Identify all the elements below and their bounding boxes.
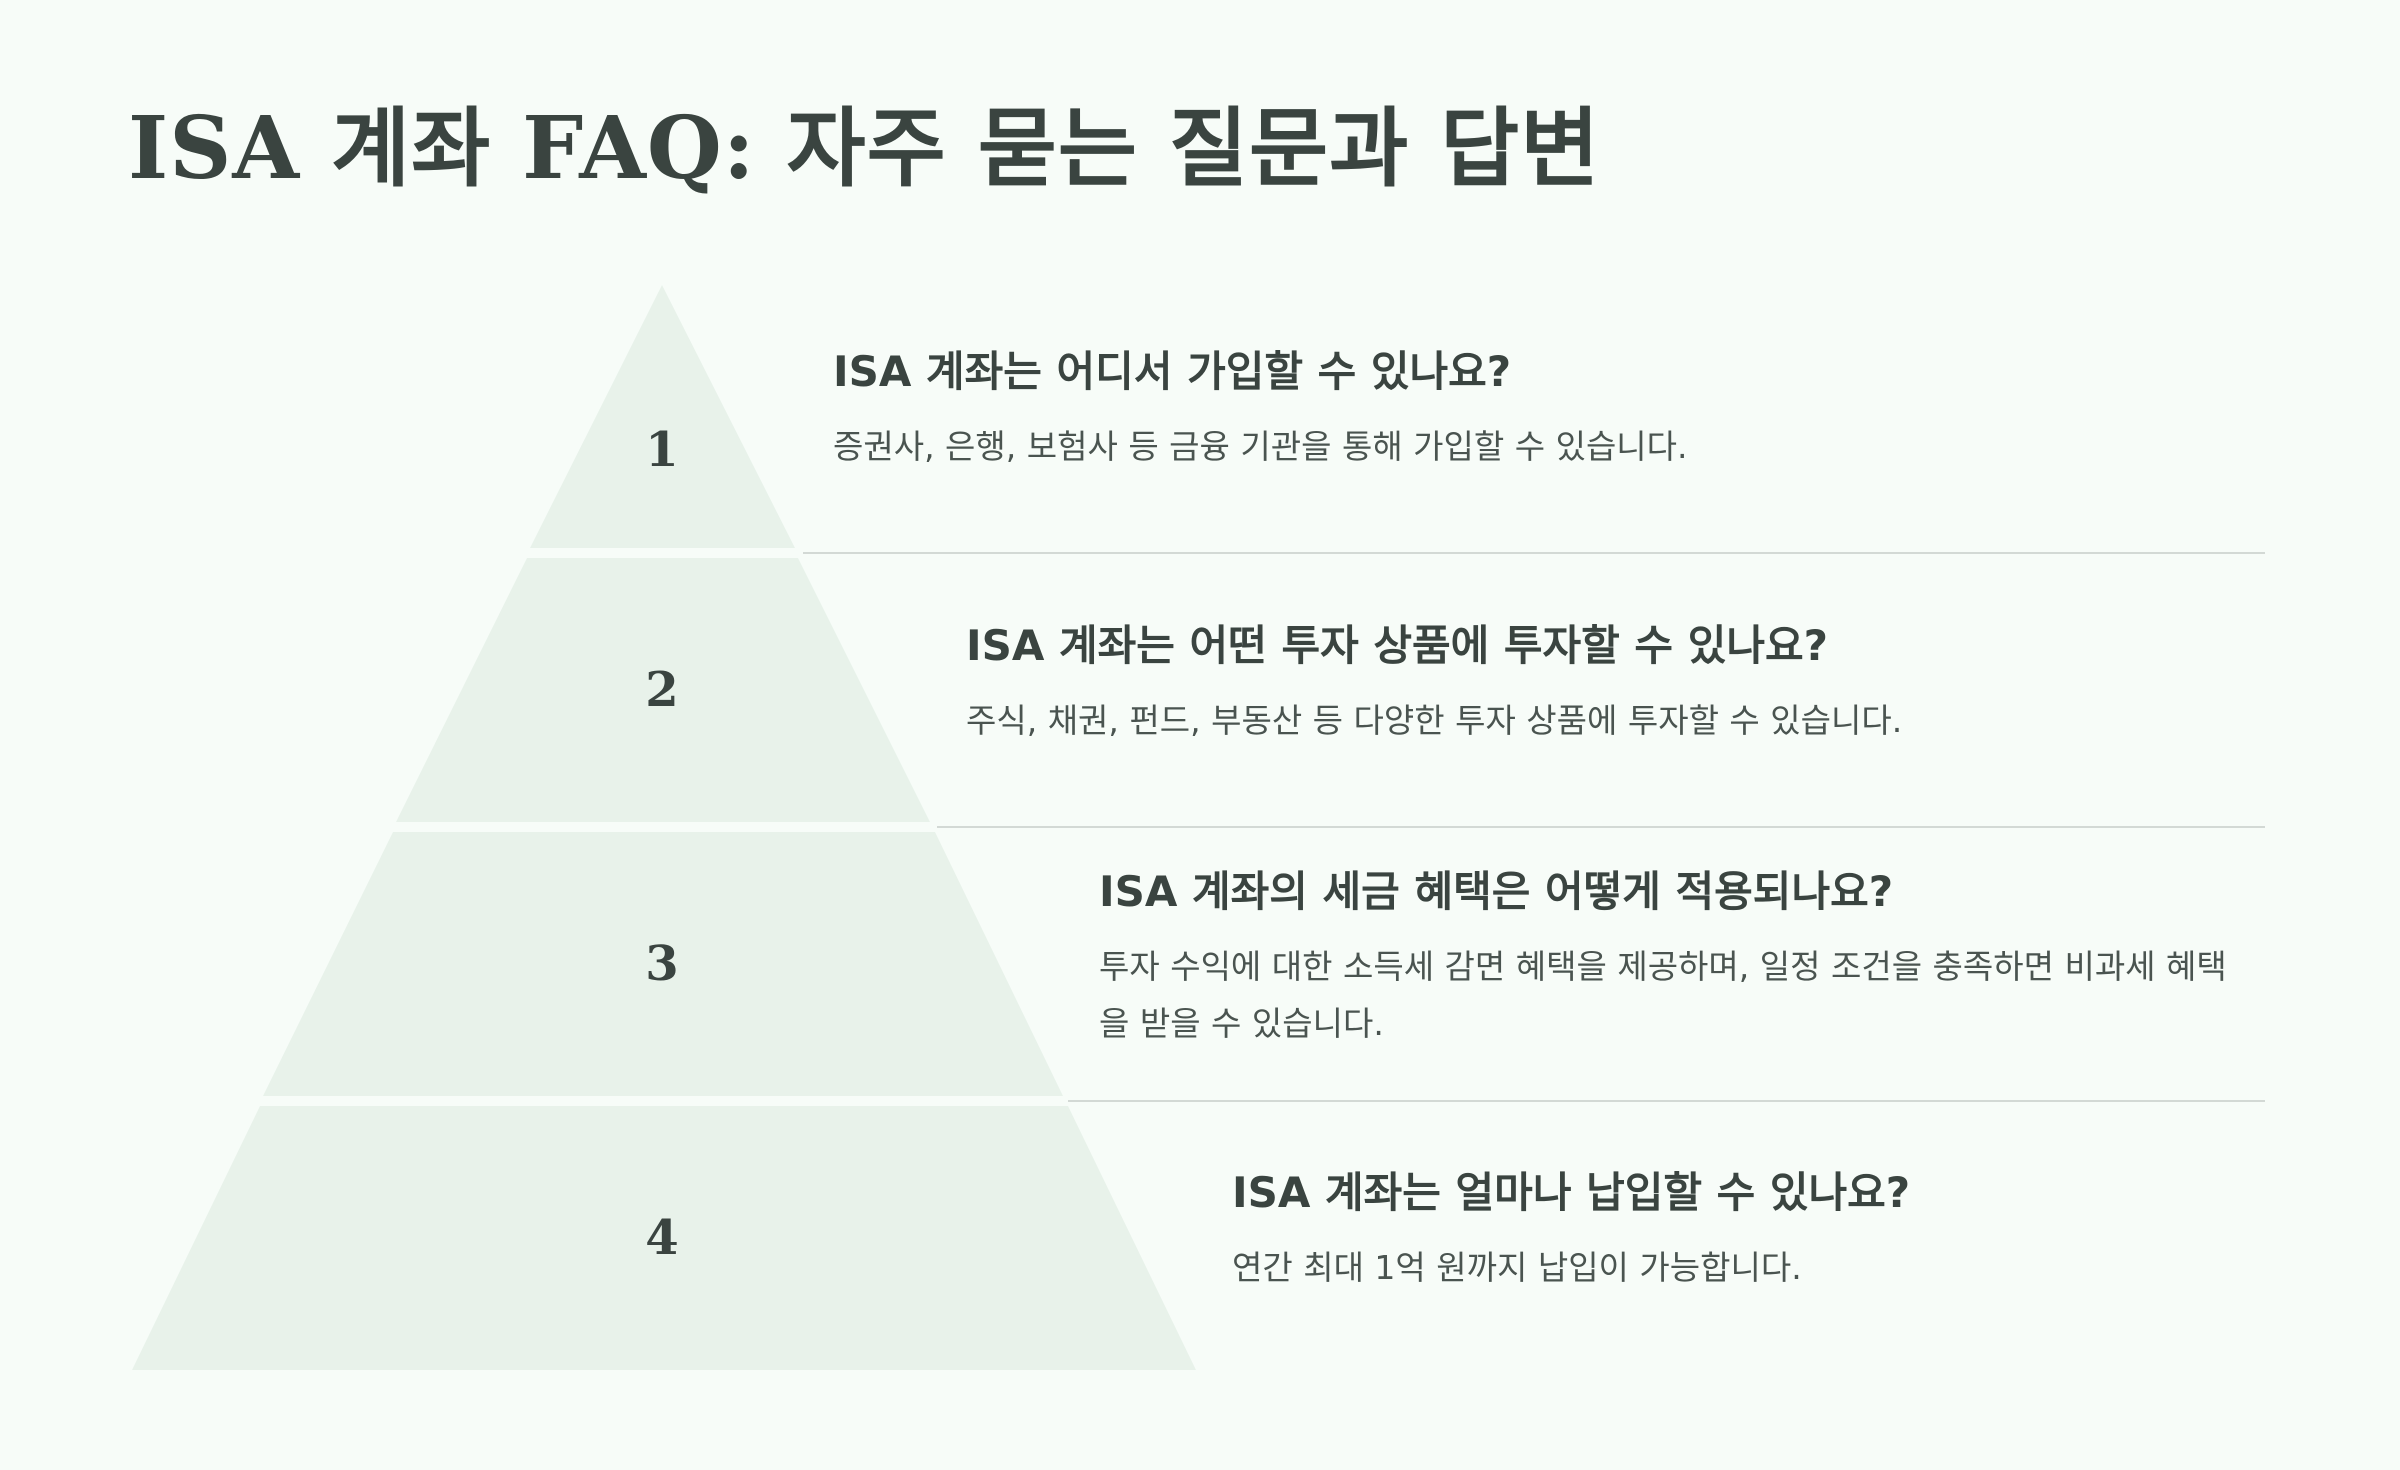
tier-number-1: 1 [645, 422, 678, 478]
divider-3 [1068, 1100, 2265, 1102]
divider-1 [803, 552, 2265, 554]
faq-question-3: ISA 계좌의 세금 혜택은 어떻게 적용되나요? [1099, 867, 1894, 916]
faq-question-1: ISA 계좌는 어디서 가입할 수 있나요? [833, 347, 1512, 396]
faq-answer-1: 증권사, 은행, 보험사 등 금융 기관을 통해 가입할 수 있습니다. [833, 427, 1688, 467]
faq-item-4: ISA 계좌는 얼마나 납입할 수 있나요? 연간 최대 1억 원까지 납입이 … [1232, 1168, 2292, 1297]
faq-answer-2: 주식, 채권, 펀드, 부동산 등 다양한 투자 상품에 투자할 수 있습니다. [966, 701, 1903, 741]
faq-item-2: ISA 계좌는 어떤 투자 상품에 투자할 수 있나요? 주식, 채권, 펀드,… [966, 621, 2026, 750]
pyramid-tier-4 [132, 1106, 1196, 1370]
pyramid-tier-3 [263, 832, 1063, 1096]
pyramid-tier-2 [396, 558, 930, 822]
faq-question-4: ISA 계좌는 얼마나 납입할 수 있나요? [1232, 1168, 1911, 1217]
faq-answer-3: 투자 수익에 대한 소득세 감면 혜택을 제공하며, 일정 조건을 충족하면 비… [1099, 947, 2227, 1044]
divider-2 [937, 826, 2265, 828]
faq-item-3: ISA 계좌의 세금 혜택은 어떻게 적용되나요? 투자 수익에 대한 소득세 … [1099, 867, 2239, 1053]
page-title: ISA 계좌 FAQ: 자주 묻는 질문과 답변 [128, 98, 1601, 199]
faq-answer-4: 연간 최대 1억 원까지 납입이 가능합니다. [1232, 1248, 1802, 1288]
tier-number-2: 2 [645, 662, 678, 718]
faq-question-2: ISA 계좌는 어떤 투자 상품에 투자할 수 있나요? [966, 621, 1828, 670]
tier-number-4: 4 [645, 1210, 678, 1266]
pyramid-tier-1 [530, 285, 795, 548]
faq-item-1: ISA 계좌는 어디서 가입할 수 있나요? 증권사, 은행, 보험사 등 금융… [833, 347, 1893, 476]
tier-number-3: 3 [645, 936, 678, 992]
